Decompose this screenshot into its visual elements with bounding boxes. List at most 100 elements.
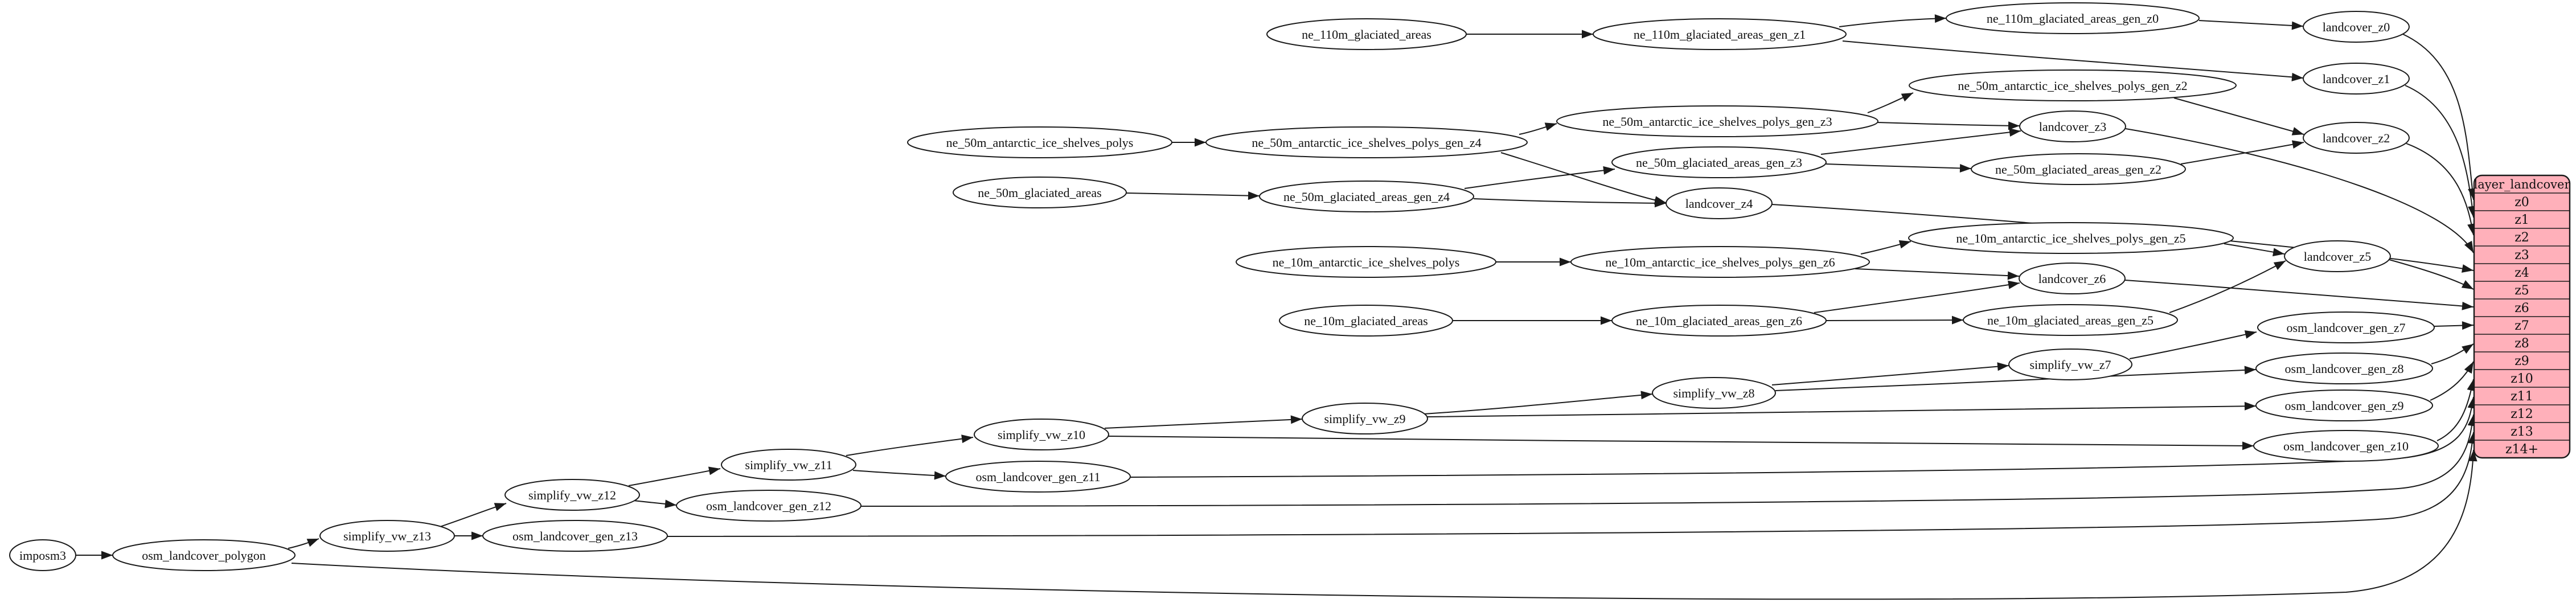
arrowhead-icon xyxy=(2462,301,2474,310)
arrowhead-icon xyxy=(1290,415,1302,424)
node-ellipse-osm_landcover_gen_z13 xyxy=(482,520,668,552)
node-ne_10m_antarctic_ice_shelves_polys_gen_z6: ne_10m_antarctic_ice_shelves_polys_gen_z… xyxy=(1570,246,1870,278)
node-simplify_vw_z12: simplify_vw_z12 xyxy=(504,479,640,511)
node-ne_50m_glaciated_areas_gen_z3: ne_50m_glaciated_areas_gen_z3 xyxy=(1611,146,1827,178)
node-label-ne_10m_antarctic_ice_shelves_polys_gen_z5: ne_10m_antarctic_ice_shelves_polys_gen_z… xyxy=(1956,231,2185,245)
arrowhead-icon xyxy=(2244,330,2257,339)
edge-osm_landcover_gen_z13-to-layer_landcover:z13 xyxy=(667,432,2474,537)
node-label-osm_landcover_gen_z8: osm_landcover_gen_z8 xyxy=(2285,362,2404,376)
node-osm_landcover_gen_z13: osm_landcover_gen_z13 xyxy=(482,520,668,552)
arrowhead-icon xyxy=(2007,271,2019,280)
node-label-osm_landcover_gen_z7: osm_landcover_gen_z7 xyxy=(2287,321,2406,335)
arrowhead-icon xyxy=(306,539,319,547)
edge-landcover_z2-to-layer_landcover:z2 xyxy=(2406,143,2474,236)
node-ne_110m_glaciated_areas_gen_z1: ne_110m_glaciated_areas_gen_z1 xyxy=(1593,18,1847,50)
node-simplify_vw_z9: simplify_vw_z9 xyxy=(1302,403,1428,434)
arrowhead-icon xyxy=(2242,441,2254,450)
arrowhead-icon xyxy=(1601,316,1612,325)
table-row-z10: z10 xyxy=(2511,372,2533,386)
node-landcover_z6: landcover_z6 xyxy=(2019,263,2126,294)
edge-ne_50m_glaciated_areas_gen_z4-to-ne_50m_glaciated_areas_gen_z3 xyxy=(1464,169,1615,189)
edge-osm_landcover_gen_z11-to-layer_landcover:z11 xyxy=(1130,396,2474,478)
node-label-ne_10m_antarctic_ice_shelves_polys: ne_10m_antarctic_ice_shelves_polys xyxy=(1273,255,1460,269)
node-landcover_z0: landcover_z0 xyxy=(2303,11,2410,43)
edge-ne_50m_glaciated_areas_gen_z3-to-landcover_z3 xyxy=(1820,130,2021,155)
node-simplify_vw_z13: simplify_vw_z13 xyxy=(319,520,455,552)
edge-landcover_z6-to-layer_landcover:z6 xyxy=(2124,280,2474,307)
node-label-ne_110m_glaciated_areas_gen_z1: ne_110m_glaciated_areas_gen_z1 xyxy=(1634,27,1806,42)
node-label-landcover_z1: landcover_z1 xyxy=(2323,72,2390,86)
node-ellipse-osm_landcover_polygon xyxy=(112,539,296,571)
node-label-landcover_z6: landcover_z6 xyxy=(2038,272,2106,286)
edge-landcover_z1-to-layer_landcover:z1 xyxy=(2405,85,2474,218)
node-label-landcover_z0: landcover_z0 xyxy=(2323,20,2390,34)
node-label-ne_10m_glaciated_areas_gen_z6: ne_10m_glaciated_areas_gen_z6 xyxy=(1636,314,1802,328)
node-label-ne_50m_antarctic_ice_shelves_polys_gen_z3: ne_50m_antarctic_ice_shelves_polys_gen_z… xyxy=(1602,114,1832,129)
node-label-simplify_vw_z7: simplify_vw_z7 xyxy=(2030,358,2111,372)
edge-simplify_vw_z9-to-osm_landcover_gen_z9 xyxy=(1427,405,2257,417)
arrowhead-icon xyxy=(494,503,506,511)
edge-ne_50m_antarctic_ice_shelves_polys_gen_z2-to-landcover_z2 xyxy=(2173,97,2304,135)
node-label-landcover_z2: landcover_z2 xyxy=(2323,131,2390,145)
arrowhead-icon xyxy=(1560,257,1571,266)
table-row-z3: z3 xyxy=(2515,248,2529,263)
node-landcover_z5: landcover_z5 xyxy=(2284,240,2391,272)
node-label-ne_50m_antarctic_ice_shelves_polys_gen_z2: ne_50m_antarctic_ice_shelves_polys_gen_z… xyxy=(1958,79,2187,93)
node-ellipse-simplify_vw_z8 xyxy=(1652,377,1776,409)
node-ne_50m_glaciated_areas: ne_50m_glaciated_areas xyxy=(953,177,1127,208)
arrowhead-icon xyxy=(2273,261,2286,270)
node-ellipse-landcover_z1 xyxy=(2303,63,2410,95)
node-label-ne_50m_antarctic_ice_shelves_polys_gen_z4: ne_50m_antarctic_ice_shelves_polys_gen_z… xyxy=(1252,136,1481,150)
node-label-simplify_vw_z12: simplify_vw_z12 xyxy=(528,488,616,502)
node-ne_50m_glaciated_areas_gen_z4: ne_50m_glaciated_areas_gen_z4 xyxy=(1259,181,1474,212)
node-simplify_vw_z7: simplify_vw_z7 xyxy=(2008,348,2132,380)
node-label-landcover_z4: landcover_z4 xyxy=(1685,196,1753,211)
node-ellipse-landcover_z6 xyxy=(2019,263,2126,294)
arrowhead-icon xyxy=(1901,93,1913,102)
node-ellipse-osm_landcover_gen_z11 xyxy=(945,461,1131,493)
node-osm_landcover_gen_z9: osm_landcover_gen_z9 xyxy=(2255,389,2433,421)
node-osm_landcover_gen_z7: osm_landcover_gen_z7 xyxy=(2257,311,2435,343)
node-label-ne_110m_glaciated_areas: ne_110m_glaciated_areas xyxy=(1302,27,1431,42)
edge-ne_110m_glaciated_areas_gen_z0-to-landcover_z0 xyxy=(2198,20,2304,27)
table-row-z8: z8 xyxy=(2515,337,2529,351)
edge-simplify_vw_z11-to-simplify_vw_z10 xyxy=(846,437,974,456)
edge-simplify_vw_z8-to-osm_landcover_gen_z8 xyxy=(1775,369,2257,391)
edge-ne_10m_glaciated_areas_gen_z6-to-ne_10m_glaciated_areas_gen_z5 xyxy=(1826,319,1964,321)
node-ellipse-ne_50m_glaciated_areas_gen_z4 xyxy=(1259,181,1474,212)
edge-ne_10m_antarctic_ice_shelves_polys_gen_z6-to-landcover_z6 xyxy=(1855,268,2020,277)
arrowhead-icon xyxy=(2008,280,2020,289)
node-ellipse-simplify_vw_z12 xyxy=(504,479,640,511)
node-label-osm_landcover_gen_z11: osm_landcover_gen_z11 xyxy=(975,470,1100,484)
edge-ne_50m_antarctic_ice_shelves_polys_gen_z3-to-landcover_z3 xyxy=(1877,122,2020,126)
node-ellipse-simplify_vw_z10 xyxy=(974,419,1109,450)
node-landcover_z3: landcover_z3 xyxy=(2019,110,2126,142)
node-label-osm_landcover_gen_z12: osm_landcover_gen_z12 xyxy=(706,499,831,513)
table-row-z2: z2 xyxy=(2515,231,2529,245)
node-label-simplify_vw_z13: simplify_vw_z13 xyxy=(343,529,431,543)
node-ellipse-ne_50m_antarctic_ice_shelves_polys xyxy=(907,126,1172,158)
arrowhead-icon xyxy=(2291,140,2304,149)
node-ellipse-landcover_z3 xyxy=(2019,110,2126,142)
arrowhead-icon xyxy=(1934,14,1946,23)
node-ellipse-osm_landcover_gen_z10 xyxy=(2253,430,2439,462)
node-label-ne_110m_glaciated_areas_gen_z0: ne_110m_glaciated_areas_gen_z0 xyxy=(1987,11,2159,26)
node-ellipse-ne_110m_glaciated_areas_gen_z0 xyxy=(1946,2,2200,34)
table-layer_landcover: layer_landcoverz0z1z2z3z4z5z6z7z8z9z10z1… xyxy=(2473,174,2570,459)
edge-landcover_z0-to-layer_landcover:z0 xyxy=(2402,34,2474,200)
table-row-z14+: z14+ xyxy=(2505,442,2538,457)
edge-simplify_vw_z7-to-osm_landcover_gen_z7 xyxy=(2129,331,2257,359)
node-ne_50m_antarctic_ice_shelves_polys_gen_z3: ne_50m_antarctic_ice_shelves_polys_gen_z… xyxy=(1556,105,1878,137)
node-label-ne_50m_glaciated_areas_gen_z2: ne_50m_glaciated_areas_gen_z2 xyxy=(1995,162,2161,177)
edge-simplify_vw_z9-to-simplify_vw_z8 xyxy=(1423,393,1653,415)
arrowhead-icon xyxy=(2461,264,2474,273)
node-ellipse-ne_10m_glaciated_areas_gen_z6 xyxy=(1611,305,1827,337)
node-ellipse-simplify_vw_z7 xyxy=(2008,348,2132,380)
node-ellipse-ne_50m_antarctic_ice_shelves_polys_gen_z3 xyxy=(1556,105,1878,137)
node-label-simplify_vw_z10: simplify_vw_z10 xyxy=(998,428,1085,442)
arrowhead-icon xyxy=(2464,362,2474,374)
arrowhead-icon xyxy=(1640,391,1652,400)
edge-landcover_z3-to-layer_landcover:z3 xyxy=(2125,128,2474,253)
